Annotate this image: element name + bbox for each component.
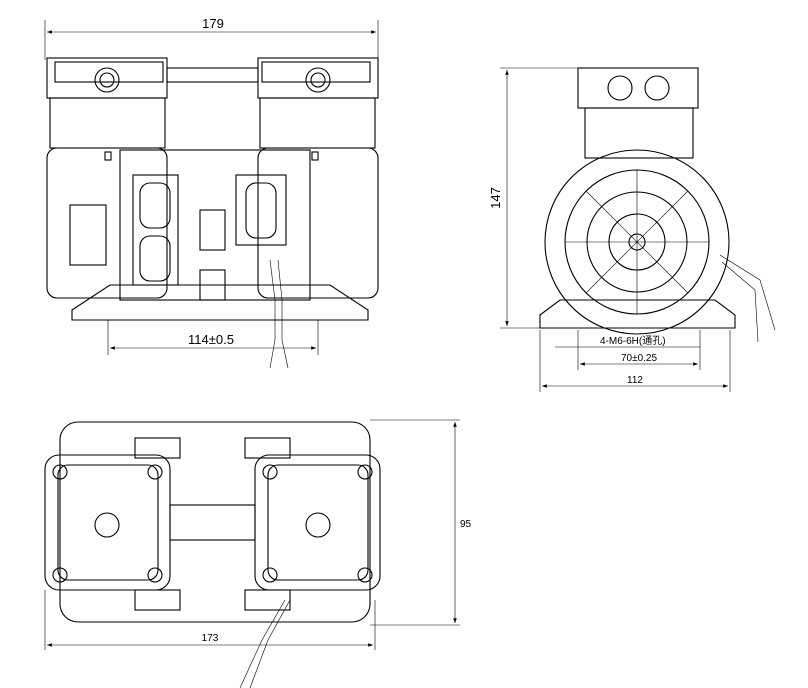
dim-top-depth: 95 <box>460 519 472 530</box>
dim-side-mount-spacing: 70±0.25 <box>621 353 658 364</box>
dim-side-base-width: 112 <box>627 375 643 386</box>
dim-top-length: 173 <box>202 633 219 644</box>
dim-side-height: 147 <box>488 187 503 209</box>
side-view <box>500 67 776 392</box>
front-view <box>44 20 379 369</box>
dim-front-width: 179 <box>202 16 224 31</box>
dim-side-thread: 4-M6-6H(通孔) <box>600 335 666 347</box>
dim-front-mount-spacing: 114±0.5 <box>188 332 234 347</box>
top-view <box>44 419 460 688</box>
